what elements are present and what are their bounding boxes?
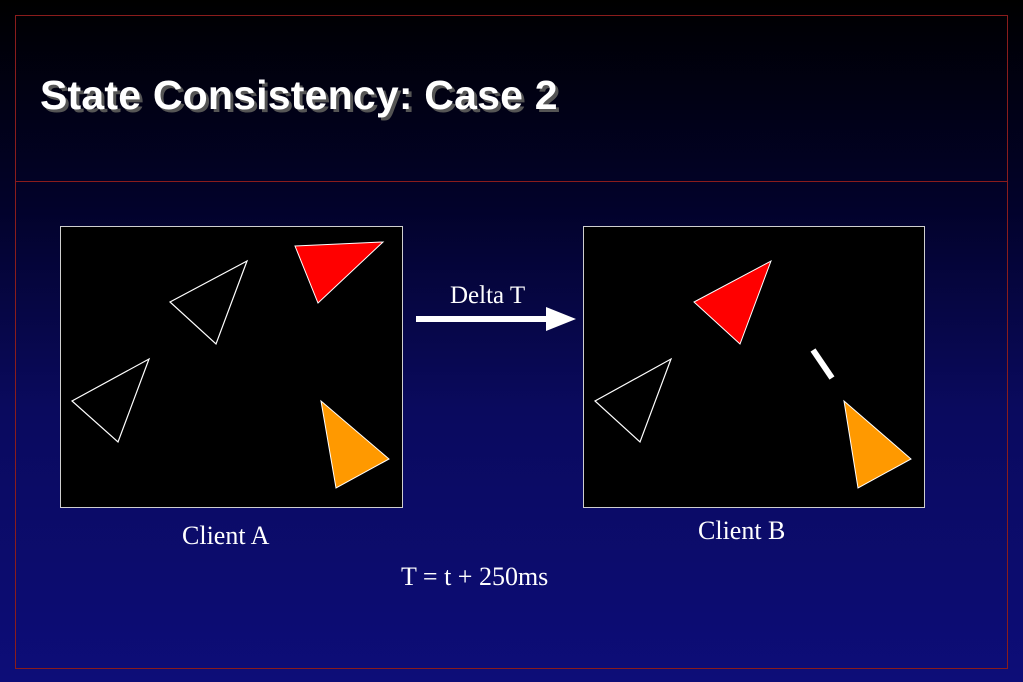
outline-triangle <box>593 357 673 444</box>
slide-frame <box>15 15 1008 669</box>
slide-title: State Consistency: Case 2 <box>40 72 558 118</box>
delta-arrow <box>414 306 578 337</box>
outline-triangle-lower <box>70 357 151 444</box>
client-b-panel <box>583 226 925 508</box>
client-a-panel <box>60 226 403 508</box>
client-b-label: Client B <box>698 516 786 545</box>
red-triangle <box>693 259 772 345</box>
outline-triangle-upper <box>168 259 249 346</box>
client-a-scene <box>70 241 390 489</box>
red-triangle <box>294 241 385 304</box>
right-arrow-icon <box>416 307 576 331</box>
orange-triangle <box>843 399 912 489</box>
delta-t-label: Delta T <box>450 282 526 309</box>
client-b-scene <box>593 259 912 489</box>
orange-triangle <box>320 399 390 489</box>
time-formula: T = t + 250ms <box>401 562 549 591</box>
client-a-label: Client A <box>182 521 270 550</box>
title-divider <box>15 181 1008 182</box>
separator-mark <box>810 348 835 380</box>
